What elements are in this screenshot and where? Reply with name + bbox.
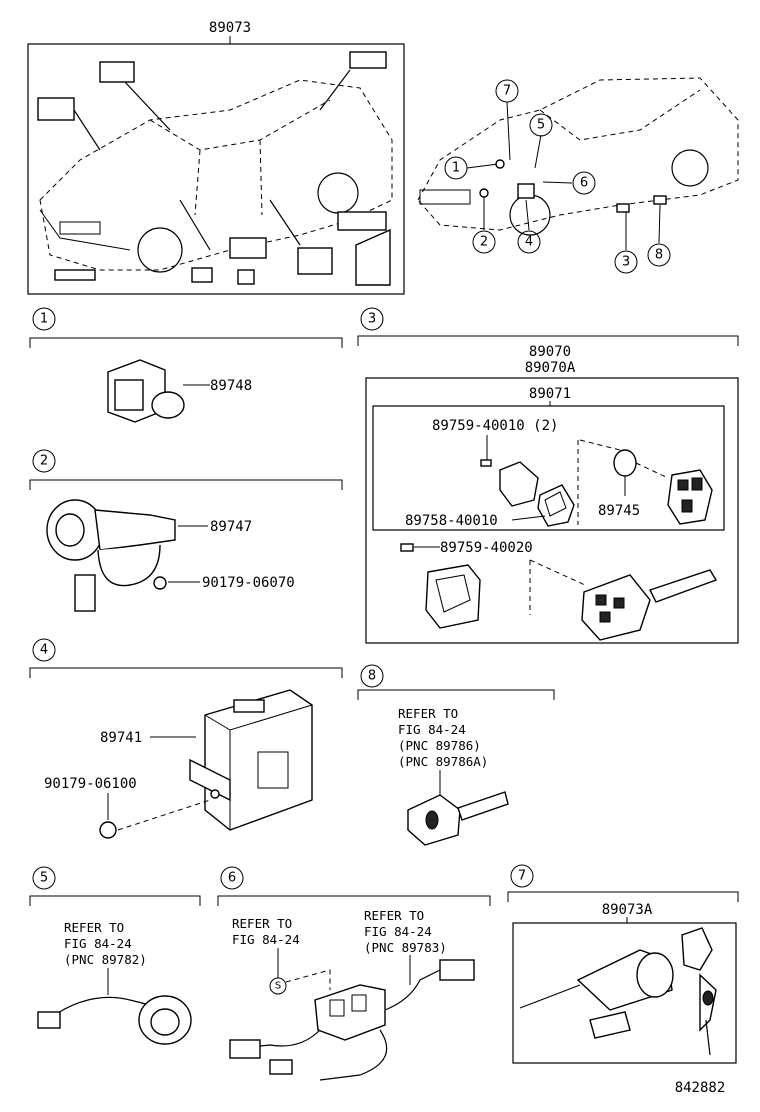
- callout-4: 4: [525, 235, 533, 250]
- part-label-89758-40010: 89758-40010: [405, 513, 498, 529]
- section-6: 6 REFER TO FIG 84-24 REFER TO FIG 84-24 …: [217, 866, 491, 1081]
- callout-1: 1: [452, 161, 460, 176]
- ecu-89741: [189, 689, 313, 831]
- ring-switch-illustration: [37, 995, 192, 1045]
- section-3: 3 89070 89070A 89071 89759-40010 (2) 897…: [357, 307, 739, 644]
- refer-a-line-1: REFER TO: [232, 916, 292, 931]
- transmitter-buttons: [667, 469, 713, 525]
- refer-line-2: FIG 84-24: [64, 936, 132, 951]
- car-illustration-left: [39, 79, 393, 273]
- part-label-89070A: 89070A: [525, 360, 576, 376]
- callout-6: 6: [580, 176, 588, 191]
- sub-key-illustration: [407, 791, 509, 846]
- callout-3: 3: [622, 255, 630, 270]
- refer-b-line-3: (PNC 89783): [364, 940, 447, 955]
- callout-2: 2: [480, 235, 488, 250]
- section-7: 7 89073A: [507, 864, 739, 1064]
- callout-5: 5: [537, 118, 545, 133]
- section-8-number: 8: [368, 669, 376, 684]
- refer-b-line-1: REFER TO: [364, 908, 424, 923]
- battery-89745: [613, 449, 637, 477]
- part-label-89759-40020: 89759-40020: [440, 540, 533, 556]
- refer-line-3: (PNC 89782): [64, 952, 147, 967]
- part-label-89745: 89745: [598, 503, 640, 519]
- refer-a-line-2: FIG 84-24: [232, 932, 300, 947]
- section-5: 5 REFER TO FIG 84-24 (PNC 89782): [29, 866, 201, 1045]
- lock-cylinder-set: [519, 927, 717, 1056]
- part-label-89747: 89747: [210, 519, 252, 535]
- section-6-number: 6: [228, 871, 236, 886]
- section-1-number: 1: [40, 312, 48, 327]
- transmitter-case-parts: [499, 461, 575, 527]
- section-2-number: 2: [40, 454, 48, 469]
- harness-illustration: [229, 959, 475, 1081]
- section-5-number: 5: [40, 871, 48, 886]
- refer-b-line-2: FIG 84-24: [364, 924, 432, 939]
- part-label-89759-40010: 89759-40010 (2): [432, 418, 558, 434]
- refer-line-4: (PNC 89786A): [398, 754, 488, 769]
- part-label-89071: 89071: [529, 386, 571, 402]
- overview-panel: 89073: [27, 20, 405, 295]
- cylinder-part-89747: [46, 499, 176, 612]
- refer-line-3: (PNC 89786): [398, 738, 481, 753]
- section-4: 4 89741 90179-06100: [29, 638, 343, 839]
- overview-callouts: 7 5 1 6 2 4 3 8: [444, 79, 671, 274]
- callout-7: 7: [503, 84, 511, 99]
- refer-line-1: REFER TO: [398, 706, 458, 721]
- diagram-number: 842882: [675, 1080, 726, 1096]
- car-illustration-right: [417, 77, 739, 250]
- switch-part-89748: [107, 359, 185, 423]
- refer-line-1: REFER TO: [64, 920, 124, 935]
- part-label-89073A: 89073A: [602, 902, 653, 918]
- section-7-number: 7: [518, 869, 526, 884]
- overview-components: [37, 51, 391, 286]
- section-3-number: 3: [368, 312, 376, 327]
- callout-8: 8: [655, 248, 663, 263]
- section-1: 1 89748: [29, 307, 343, 423]
- part-label-90179-06070: 90179-06070: [202, 575, 295, 591]
- part-label-89741: 89741: [100, 730, 142, 746]
- part-number-89073: 89073: [209, 20, 251, 36]
- part-label-89748: 89748: [210, 378, 252, 394]
- part-label-90179-06100: 90179-06100: [44, 776, 137, 792]
- s-symbol: S: [275, 981, 281, 992]
- key-head-cover: [425, 564, 481, 629]
- section-2: 2 89747 90179-06070: [29, 449, 343, 612]
- section-8: 8 REFER TO FIG 84-24 (PNC 89786) (PNC 89…: [357, 664, 555, 846]
- refer-line-2: FIG 84-24: [398, 722, 466, 737]
- section-4-number: 4: [40, 643, 48, 658]
- master-key-with-transmitter: [581, 569, 718, 641]
- part-label-89070: 89070: [529, 344, 571, 360]
